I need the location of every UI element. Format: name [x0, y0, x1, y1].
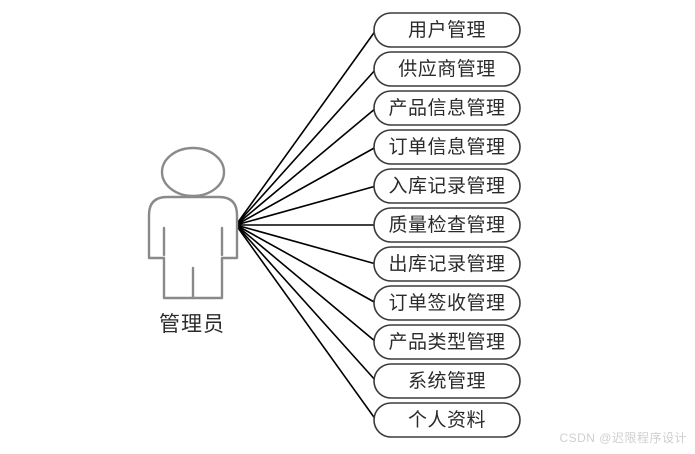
use-case-shape[interactable]: [373, 90, 521, 126]
use-case-shapes: [373, 12, 521, 438]
use-case-shape[interactable]: [373, 51, 521, 87]
association-line: [235, 224, 377, 265]
use-case-shape[interactable]: [373, 363, 521, 399]
actor-head-icon: [160, 146, 226, 198]
association-line: [235, 68, 377, 226]
association-line: [235, 224, 377, 304]
watermark: CSDN @迟限程序设计: [559, 431, 687, 445]
use-case-shape[interactable]: [373, 12, 521, 48]
use-case-shape[interactable]: [373, 402, 521, 438]
association-line: [235, 224, 377, 421]
actor-label: 管理员: [159, 312, 225, 336]
association-line: [235, 224, 377, 343]
use-case-shape[interactable]: [373, 129, 521, 165]
connector-lines: [235, 29, 377, 421]
use-case-shape[interactable]: [373, 324, 521, 360]
use-case-shape[interactable]: [373, 207, 521, 243]
association-line: [235, 29, 377, 226]
use-case-shape[interactable]: [373, 285, 521, 321]
association-line: [235, 224, 377, 382]
use-case-shape[interactable]: [373, 246, 521, 282]
association-line: [235, 146, 377, 226]
actor-body-icon: [147, 195, 239, 300]
association-line: [235, 107, 377, 226]
actor-administrator[interactable]: [147, 146, 239, 300]
association-line: [235, 185, 377, 226]
use-case-shape[interactable]: [373, 168, 521, 204]
